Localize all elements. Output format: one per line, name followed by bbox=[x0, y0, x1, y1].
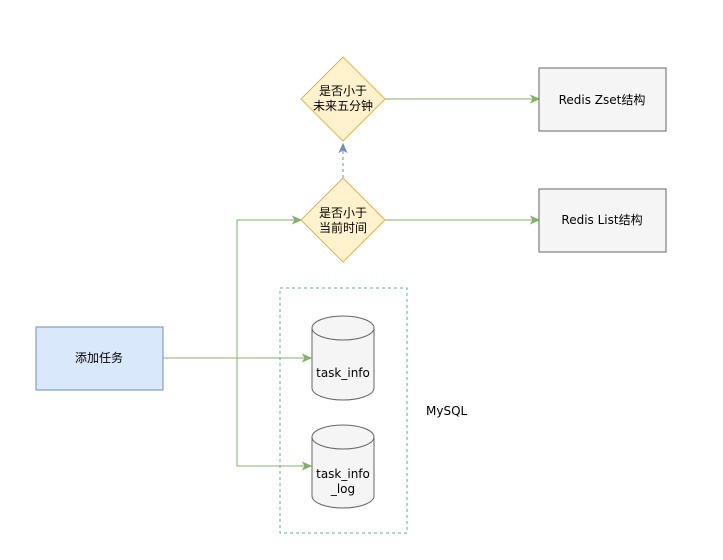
task-info-db-label: task_info bbox=[316, 366, 370, 380]
task-info-db-node[interactable]: task_info bbox=[311, 315, 375, 401]
redis-zset-node[interactable] bbox=[538, 67, 667, 132]
task-info-log-db-line1: task_info bbox=[316, 467, 370, 481]
decision-future-line1: 是否小于 bbox=[319, 84, 367, 98]
edge-add-task-to-task-info-log bbox=[236, 358, 311, 466]
task-info-log-db-top bbox=[311, 424, 375, 450]
task-info-log-db-body bbox=[311, 437, 375, 509]
task-info-db-top bbox=[311, 315, 375, 341]
redis-list-label: Redis List结构 bbox=[561, 212, 642, 227]
add-task-label: 添加任务 bbox=[75, 350, 123, 365]
add-task-node[interactable] bbox=[35, 326, 164, 391]
decision-now-line1: 是否小于 bbox=[319, 206, 367, 220]
redis-zset-label: Redis Zset结构 bbox=[559, 92, 646, 107]
task-info-db-body bbox=[311, 328, 375, 401]
redis-list-node[interactable] bbox=[538, 188, 667, 253]
edge-add-task-to-decision-now bbox=[163, 220, 301, 359]
task-info-log-db-node[interactable]: task_info _log bbox=[311, 424, 375, 509]
mysql-group-label: MySQL bbox=[426, 404, 468, 418]
decision-now-line2: 当前时间 bbox=[319, 220, 367, 235]
decision-future-node[interactable] bbox=[300, 56, 386, 142]
decision-future-line2: 未来五分钟 bbox=[313, 98, 373, 113]
task-info-log-db-line2: _log bbox=[330, 482, 355, 496]
decision-now-node[interactable] bbox=[300, 177, 386, 263]
